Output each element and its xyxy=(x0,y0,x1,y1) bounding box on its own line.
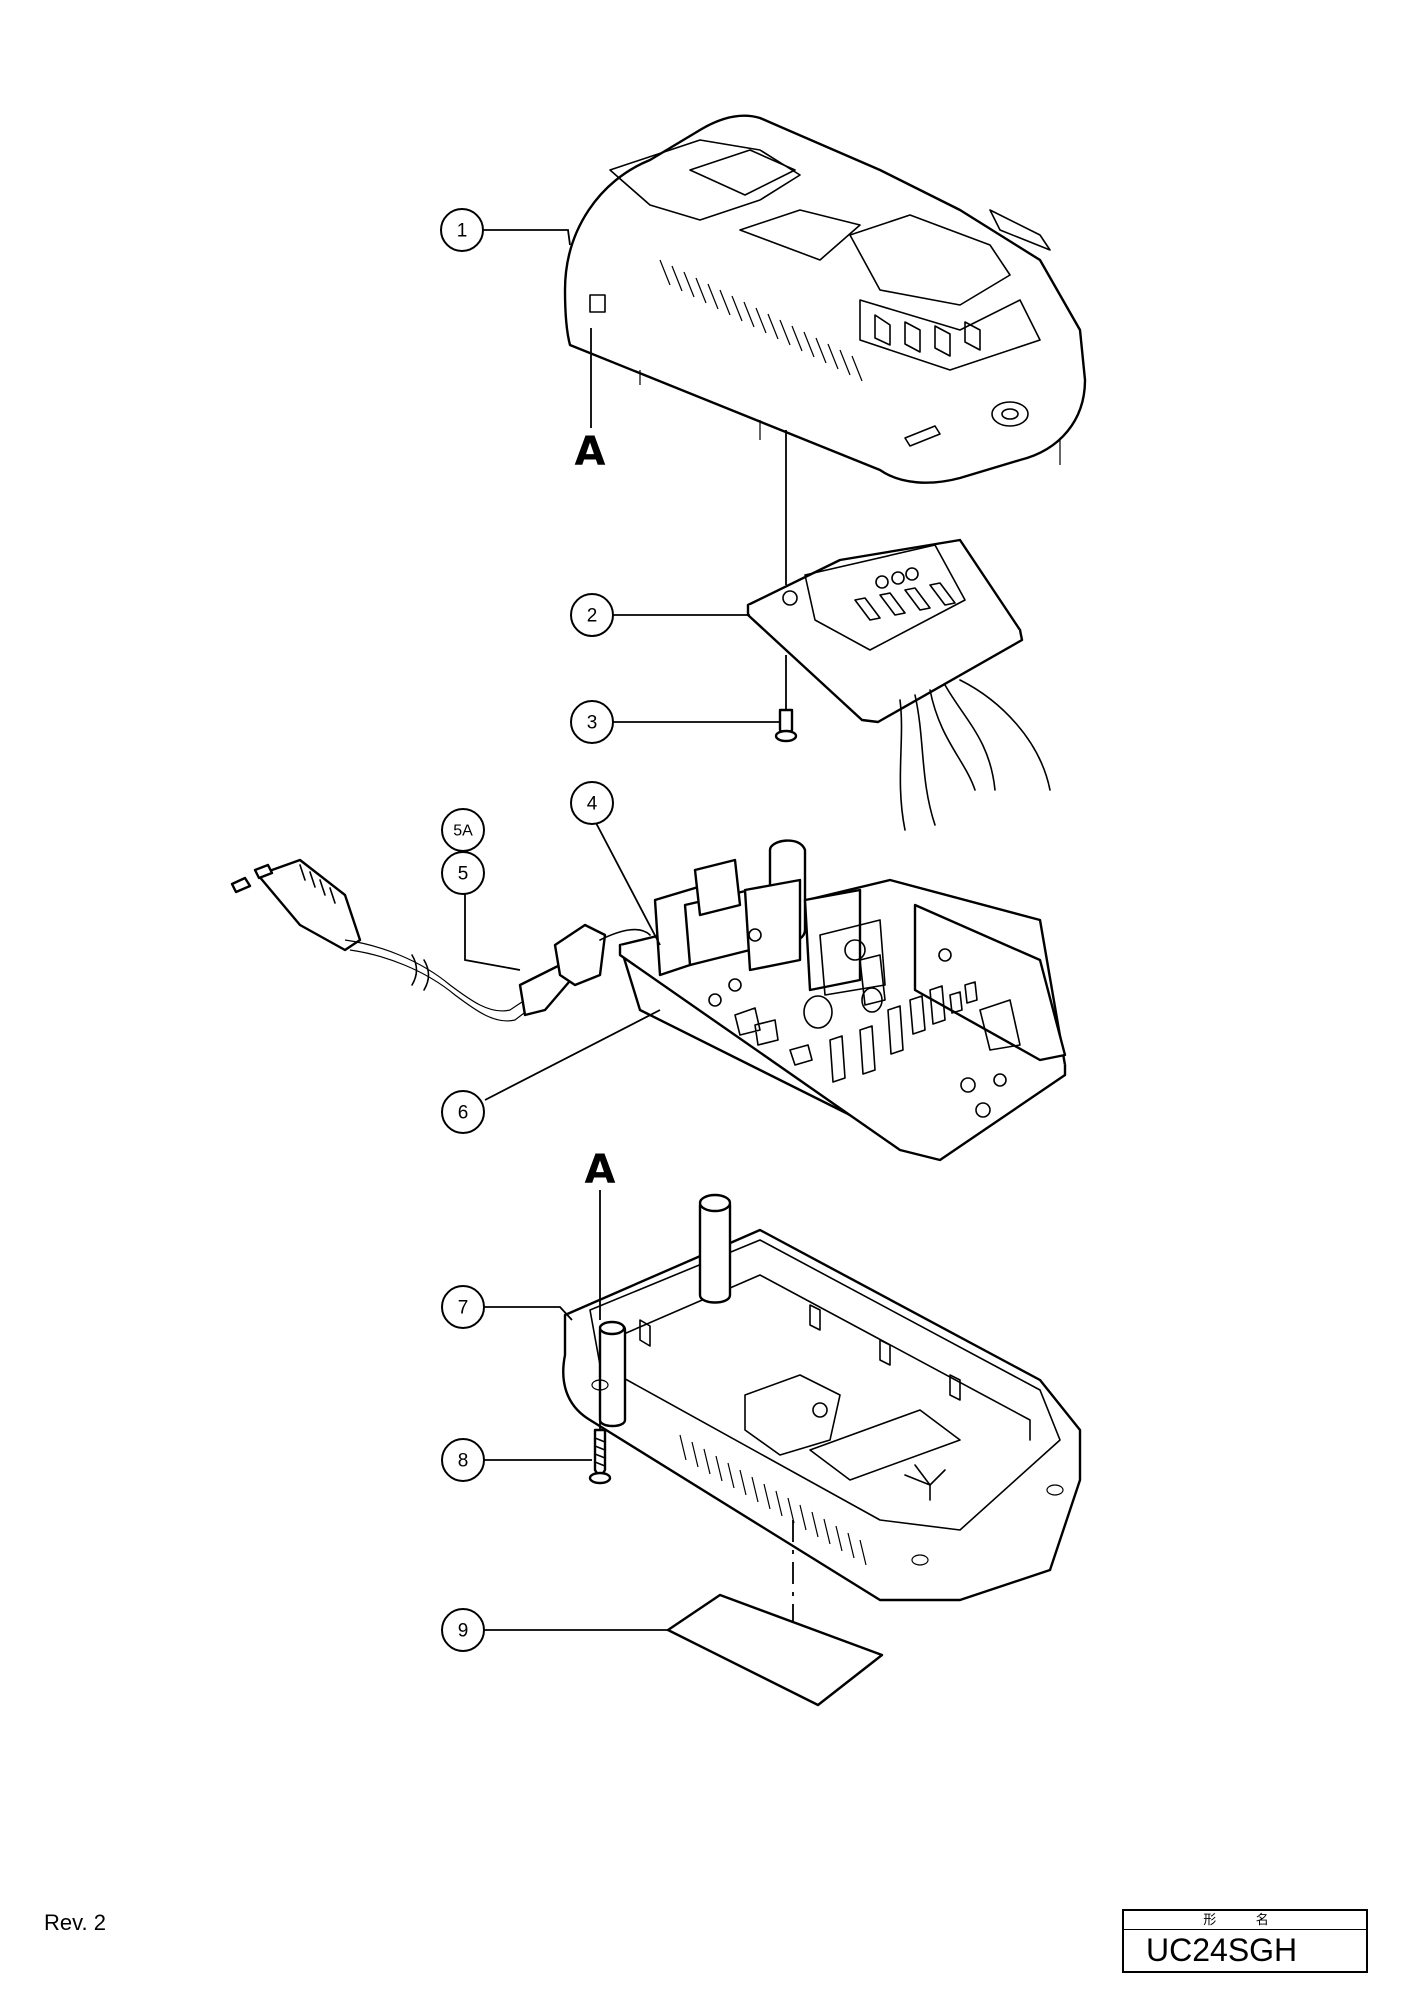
reference-mark-a-bottom: A xyxy=(585,1147,616,1193)
screw-part-3 xyxy=(774,655,798,743)
model-title-block: 形 名 UC24SGH xyxy=(1122,1909,1368,1973)
screw-part-8 xyxy=(588,1395,612,1485)
svg-text:5A: 5A xyxy=(453,823,473,840)
svg-text:6: 6 xyxy=(458,1103,469,1124)
model-name: UC24SGH xyxy=(1146,1932,1298,1968)
leader-lines xyxy=(464,229,780,1631)
circuit-board-part xyxy=(618,839,1067,1162)
upper-housing-vents xyxy=(659,259,863,382)
callout-1: 1 xyxy=(440,208,484,252)
callout-7: 7 xyxy=(441,1285,485,1329)
callout-3: 3 xyxy=(570,700,614,744)
svg-text:3: 3 xyxy=(587,713,598,734)
lower-housing-part xyxy=(562,1193,1082,1602)
svg-text:8: 8 xyxy=(458,1451,469,1472)
svg-text:2: 2 xyxy=(587,606,598,627)
svg-text:7: 7 xyxy=(458,1298,469,1319)
callout-5a: 5A xyxy=(441,808,485,852)
callout-2: 2 xyxy=(570,593,614,637)
callout-9: 9 xyxy=(441,1608,485,1652)
svg-text:5: 5 xyxy=(458,864,469,885)
model-label: 形 名 xyxy=(1124,1911,1366,1930)
upper-housing-part xyxy=(563,114,1087,484)
power-cord-part xyxy=(230,858,651,1022)
callout-4: 4 xyxy=(570,781,614,825)
svg-text:9: 9 xyxy=(458,1621,469,1642)
terminal-base-part xyxy=(746,538,1051,831)
callout-6: 6 xyxy=(441,1090,485,1134)
lower-housing-vents xyxy=(679,1434,867,1566)
label-plate-part xyxy=(666,1520,884,1707)
reference-mark-a-top: A xyxy=(575,429,606,475)
callout-5: 5 xyxy=(441,851,485,895)
svg-text:4: 4 xyxy=(587,794,598,815)
svg-text:1: 1 xyxy=(457,221,468,242)
callout-8: 8 xyxy=(441,1438,485,1482)
revision-label: Rev. 2 xyxy=(44,1910,106,1935)
